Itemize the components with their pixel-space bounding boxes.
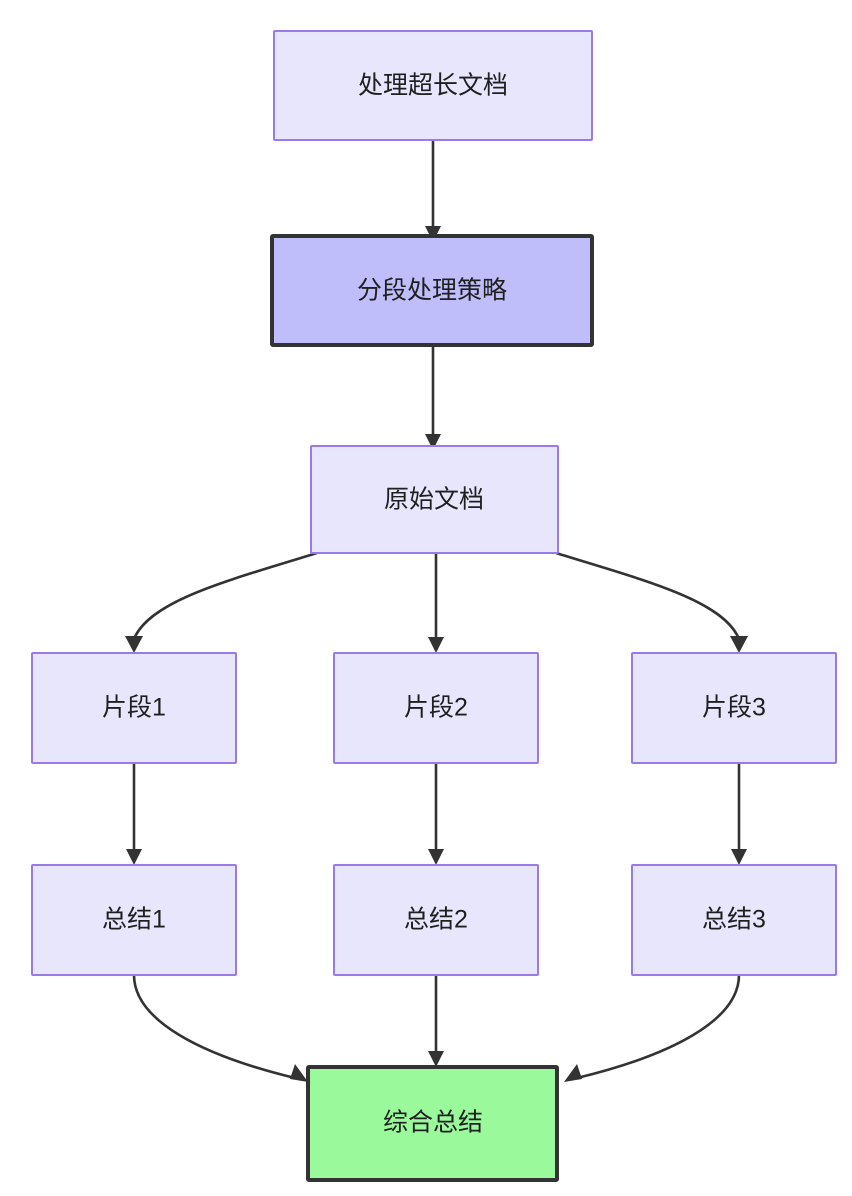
- arrowhead-icon: [730, 636, 748, 653]
- node-chunk1-box[interactable]: [31, 652, 237, 764]
- edge-strategy-to-source: [425, 345, 441, 450]
- node-source-box[interactable]: [310, 445, 559, 554]
- node-root-box[interactable]: [273, 30, 593, 141]
- node-chunk3[interactable]: 片段3: [631, 652, 837, 764]
- node-source[interactable]: 原始文档: [310, 445, 559, 554]
- edge-layer: [125, 140, 748, 1082]
- node-chunk3-box[interactable]: [631, 652, 837, 764]
- node-summary1-box[interactable]: [31, 864, 237, 976]
- arrowhead-icon: [731, 849, 747, 865]
- arrowhead-icon: [125, 636, 143, 653]
- edge-source-to-chunk1: [125, 551, 318, 653]
- node-summary3[interactable]: 总结3: [631, 864, 837, 976]
- node-chunk2-box[interactable]: [333, 652, 539, 764]
- node-chunk1[interactable]: 片段1: [31, 652, 237, 764]
- node-root[interactable]: 处理超长文档: [273, 30, 593, 141]
- edge-root-to-strategy: [425, 140, 441, 242]
- node-summary1[interactable]: 总结1: [31, 864, 237, 976]
- arrowhead-icon: [428, 849, 444, 865]
- node-layer: 处理超长文档 分段处理策略 原始文档 片段1 片段2 片段3: [31, 30, 837, 1182]
- node-summary2[interactable]: 总结2: [333, 864, 539, 976]
- node-strategy[interactable]: 分段处理策略: [270, 234, 594, 347]
- edge-chunk1-to-summary1: [126, 763, 142, 865]
- edge-chunk3-to-summary3: [731, 763, 747, 865]
- edge-summary3-to-final: [564, 974, 741, 1082]
- edge-chunk2-to-summary2: [428, 763, 444, 865]
- node-summary3-box[interactable]: [631, 864, 837, 976]
- node-final[interactable]: 综合总结: [306, 1065, 559, 1182]
- edge-summary1-to-final: [132, 974, 308, 1082]
- node-chunk2[interactable]: 片段2: [333, 652, 539, 764]
- arrowhead-icon: [425, 434, 441, 450]
- node-final-box[interactable]: [306, 1065, 559, 1182]
- node-summary2-box[interactable]: [333, 864, 539, 976]
- arrowhead-icon: [564, 1064, 582, 1082]
- arrowhead-icon: [290, 1064, 308, 1082]
- edge-summary2-to-final: [428, 975, 444, 1067]
- edge-source-to-chunk2: [428, 553, 444, 653]
- arrowhead-icon: [428, 1051, 444, 1067]
- edge-source-to-chunk3: [555, 551, 748, 653]
- arrowhead-icon: [428, 637, 444, 653]
- node-strategy-box[interactable]: [270, 234, 594, 347]
- arrowhead-icon: [126, 849, 142, 865]
